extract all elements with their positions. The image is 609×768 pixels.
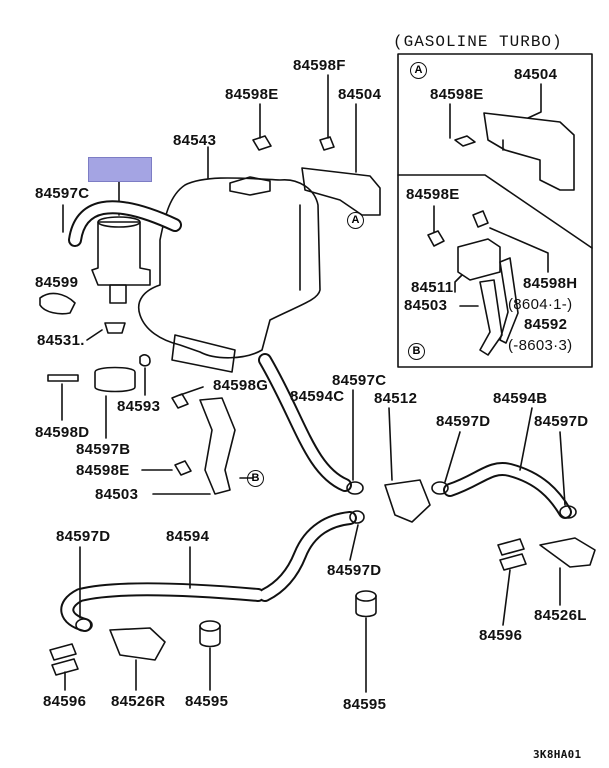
label-84593: 84593 — [117, 398, 161, 415]
label-84598E-top: 84598E — [225, 86, 279, 103]
label-84597D-a: 84597D — [436, 413, 491, 430]
inset-label-84511: 84511 — [411, 279, 454, 296]
inset-label-84598E-a: 84598E — [430, 86, 484, 103]
label-84597B: 84597B — [76, 441, 131, 458]
label-84526R: 84526R — [111, 693, 166, 710]
label-84597C-mid: 84597C — [332, 372, 387, 389]
label-84526L: 84526L — [534, 607, 587, 624]
inset-title: (GASOLINE TURBO) — [393, 33, 563, 51]
label-84594: 84594 — [166, 528, 210, 545]
label-84594C: 84594C — [290, 388, 345, 405]
label-84596-right: 84596 — [479, 627, 523, 644]
inset-label-84598H: 84598H — [523, 275, 578, 292]
nozzle-84526R — [109, 627, 166, 661]
band-84597B — [94, 366, 136, 393]
callout-mark-b: B — [247, 470, 264, 487]
label-84598G: 84598G — [213, 377, 269, 394]
label-84599: 84599 — [35, 274, 79, 291]
inset-label-84592: 84592 — [524, 316, 568, 333]
inset-label-date-from: (8604·1-) — [508, 296, 573, 313]
joint-84512 — [384, 479, 431, 523]
label-84595-left: 84595 — [185, 693, 229, 710]
clip-84596-left — [49, 643, 79, 676]
clip-84596-right — [497, 538, 527, 571]
label-84595-right: 84595 — [343, 696, 387, 713]
label-84598E-mid: 84598E — [76, 462, 130, 479]
label-84503: 84503 — [95, 486, 139, 503]
inset-divider — [397, 174, 593, 249]
label-84598D: 84598D — [35, 424, 90, 441]
inset-bracket-84511 — [457, 238, 501, 281]
bracket-84503 — [199, 397, 236, 495]
label-84512: 84512 — [374, 390, 418, 407]
label-84531: 84531. — [37, 332, 85, 349]
washer-pump — [91, 221, 151, 286]
callout-mark-a: A — [347, 212, 364, 229]
washer-tank-84543 — [138, 177, 321, 359]
inset-frame — [397, 53, 593, 368]
label-84597D-c: 84597D — [56, 528, 111, 545]
inset-bracket-84504 — [483, 112, 575, 191]
label-84597D-d: 84597D — [327, 562, 382, 579]
inset-mark-b: B — [408, 343, 425, 360]
inset-label-date-to: (-8603·3) — [508, 337, 573, 354]
label-84598F: 84598F — [293, 57, 346, 74]
label-84597C-left: 84597C — [35, 185, 90, 202]
inset-label-84504: 84504 — [514, 66, 558, 83]
bracket-84504 — [301, 167, 381, 216]
nozzle-84526L — [539, 537, 596, 568]
label-84596-left: 84596 — [43, 693, 87, 710]
label-84597D-b: 84597D — [534, 413, 589, 430]
label-84504: 84504 — [338, 86, 382, 103]
inset-label-84598E-b: 84598E — [406, 186, 460, 203]
inset-mark-a: A — [410, 62, 427, 79]
label-84543: 84543 — [173, 132, 217, 149]
inset-label-84503: 84503 — [404, 297, 448, 314]
diagram-code: 3K8HA01 — [533, 748, 582, 761]
redacted-label — [88, 157, 152, 182]
label-84594B: 84594B — [493, 390, 548, 407]
